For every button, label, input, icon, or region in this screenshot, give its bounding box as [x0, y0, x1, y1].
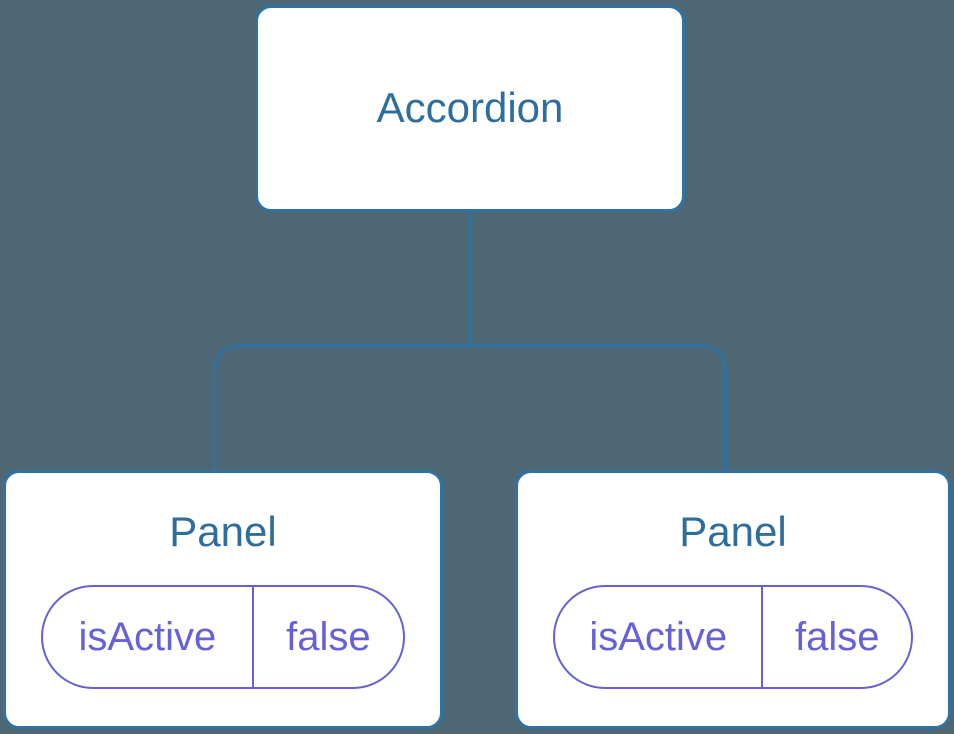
- children-bracket-line: [213, 344, 727, 471]
- accordion-node-label: Accordion: [376, 84, 564, 132]
- state-value-left: false: [286, 615, 371, 660]
- state-name-right: isActive: [555, 587, 764, 688]
- panel-node-right: Panel isActive false: [515, 470, 951, 729]
- panel-node-left-label: Panel: [169, 508, 277, 555]
- state-pill-left: isActive false: [41, 585, 405, 690]
- state-name-left: isActive: [43, 587, 254, 688]
- state-value-right: false: [794, 615, 880, 660]
- panel-node-left: Panel isActive false: [3, 470, 443, 729]
- accordion-node: Accordion: [255, 5, 685, 212]
- state-pill-right: isActive false: [553, 585, 913, 690]
- panel-node-right-label: Panel: [679, 508, 787, 555]
